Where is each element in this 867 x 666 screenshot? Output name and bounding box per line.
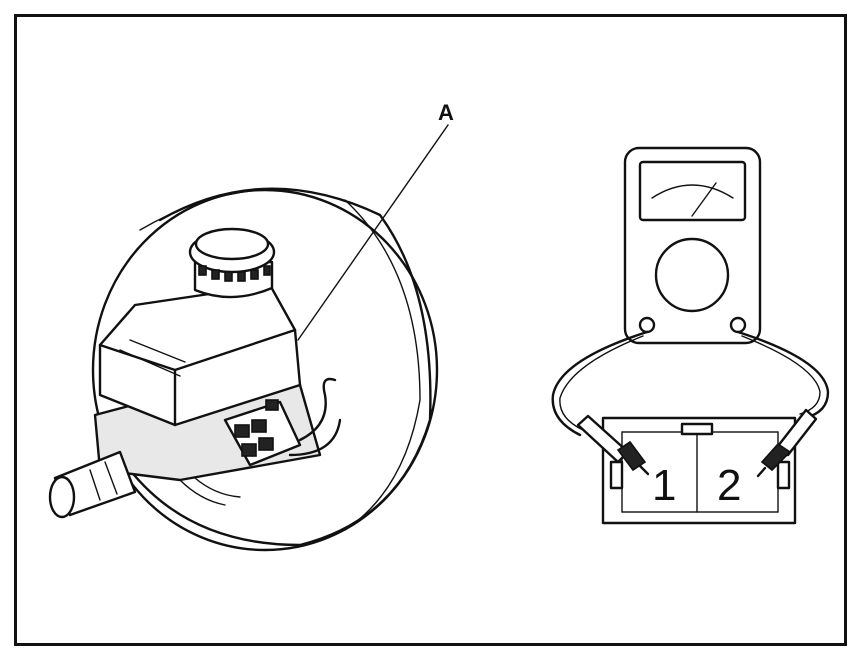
- multimeter: [623, 146, 762, 345]
- test-lead-right: [736, 330, 830, 420]
- brake-booster-assembly: [48, 187, 439, 552]
- terminal-2-label: 2: [717, 461, 741, 510]
- probe-left: [576, 414, 650, 476]
- selector-dial: [654, 237, 730, 313]
- probe-jack-left: [638, 316, 656, 334]
- terminal-1-label: 1: [652, 461, 676, 510]
- switch-connector-terminal: 1 2: [601, 416, 797, 525]
- meter-needle: [691, 182, 717, 217]
- fluid-reservoir: [98, 283, 302, 427]
- meter-scale-arc: [651, 184, 734, 199]
- probe-right: [756, 408, 818, 478]
- connector-latch: [680, 422, 714, 436]
- switch-connector: [234, 399, 279, 457]
- probe-jack-right: [729, 316, 747, 334]
- switch-wiring: [298, 377, 337, 442]
- booster-housing-rim: [128, 187, 432, 547]
- callout-a-leader: [297, 124, 449, 341]
- cap-ridges: [198, 265, 271, 282]
- meter-display: [638, 160, 747, 222]
- booster-housing-seam: [344, 199, 421, 531]
- test-lead-left: [551, 330, 649, 437]
- callout-a-label: A: [438, 100, 454, 125]
